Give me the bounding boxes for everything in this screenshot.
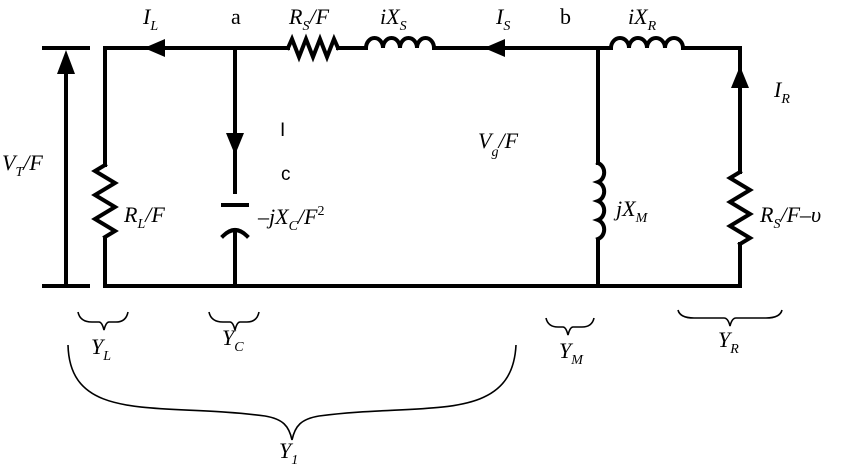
ic-label-line1: I [280,120,285,141]
resistor-rr [726,169,754,247]
il-arrow-icon [144,39,165,57]
vg-f-label: Vg/F [478,128,519,160]
ic-arrow-icon [226,133,244,155]
current-il-label: IL [142,4,158,34]
y1-brace [67,344,517,441]
top-wire-end [681,46,742,142]
resistor-rs-top [285,33,341,63]
yc-label: YC [222,325,244,355]
ym-label: YM [559,338,584,368]
resistor-rl [91,162,119,240]
current-ir-label: IR [773,77,790,107]
yr-brace [677,309,783,327]
ym-brace [545,317,595,336]
yc-brace [208,311,260,331]
is-arrow-icon [484,39,505,57]
vt-f-label: VT/F [2,150,43,180]
yl-label: YL [91,334,111,364]
rs-f-v-label: RS/F–υ [759,202,821,232]
bottom-wire [103,248,742,288]
ic-label-line2: c [281,164,291,185]
jxc-label: –jXC/F2 [257,204,324,234]
ir-arrow-icon [731,66,749,88]
y1-label: Y1 [279,438,298,468]
inductor-xs [363,36,437,51]
ixs-label: iXS [380,4,407,34]
yl-brace [77,311,129,331]
jxm-label: jXM [613,196,649,226]
current-is-label: IS [495,4,510,34]
ixr-label: iXR [628,4,657,34]
rl-f-label: RL/F [123,202,165,232]
inductor-xr [608,36,686,51]
vt-arrow-icon [57,50,75,74]
inductor-xm [592,160,607,242]
yr-label: YR [718,327,739,357]
rs-f-label: RS/F [288,4,330,34]
node-b-label: b [560,4,571,29]
node-a-label: a [231,4,241,29]
